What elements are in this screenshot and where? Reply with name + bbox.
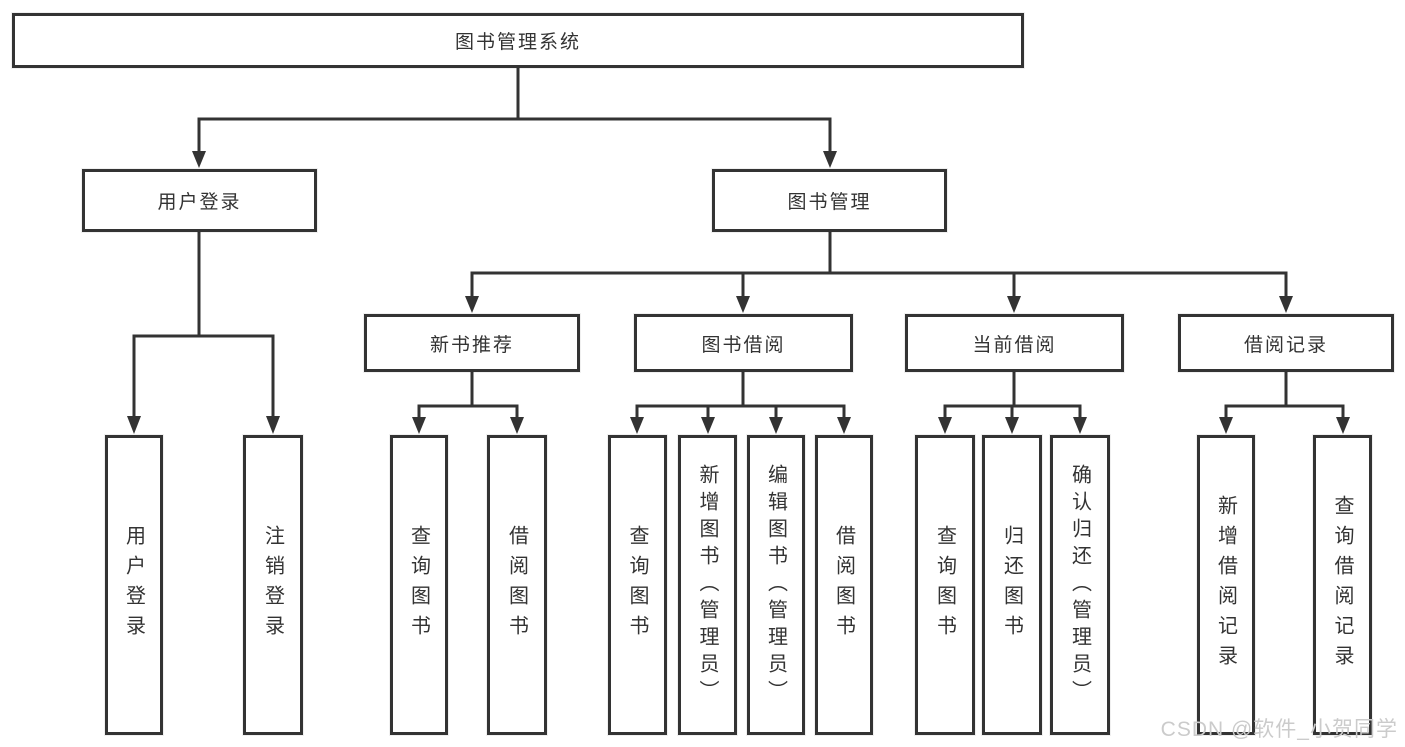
- node-label: 图书管理系统: [454, 32, 581, 53]
- node-label: 归还图书: [1000, 525, 1023, 645]
- node-label: 查询图书: [933, 525, 956, 645]
- edges-root: [192, 66, 837, 168]
- node-label: 用户登录: [122, 525, 145, 645]
- node-label: 新增图书（管理员）: [696, 463, 718, 707]
- leaf-user-login: 用户登录: [105, 435, 163, 735]
- leaf-query-books-1: 查询图书: [390, 435, 448, 735]
- leaf-query-borrow-record: 查询借阅记录: [1313, 435, 1372, 735]
- node-label: 新书推荐: [429, 334, 514, 356]
- leaf-return-books: 归还图书: [982, 435, 1042, 735]
- node-label: 编辑图书（管理员）: [764, 463, 787, 707]
- leaf-add-books-admin: 新增图书（管理员）: [678, 435, 737, 735]
- node-label: 查询图书: [407, 525, 430, 645]
- node-borrowing-records: 借阅记录: [1178, 314, 1394, 372]
- edges-user-login: [127, 230, 280, 434]
- leaf-query-books-3: 查询图书: [915, 435, 975, 735]
- csdn-watermark: CSDN @软件_小贺同学: [1160, 718, 1398, 741]
- leaf-borrow-books-1: 借阅图书: [487, 435, 547, 735]
- edges-book-borrow: [630, 370, 851, 434]
- node-label: 用户登录: [157, 192, 242, 213]
- node-book-management: 图书管理: [712, 169, 947, 232]
- node-label: 借阅图书: [505, 525, 528, 645]
- node-new-book-recommendation: 新书推荐: [364, 314, 580, 372]
- node-label: 查询借阅记录: [1331, 495, 1353, 675]
- leaf-borrow-books-2: 借阅图书: [815, 435, 873, 735]
- edges-borrow-records: [1219, 370, 1350, 434]
- edges-book-mgmt: [465, 230, 1293, 313]
- node-label: 注销登录: [261, 525, 284, 645]
- leaf-confirm-return-admin: 确认归还（管理员）: [1050, 435, 1110, 735]
- node-label: 借阅图书: [832, 525, 855, 645]
- node-user-login: 用户登录: [82, 169, 317, 232]
- node-label: 确认归还（管理员）: [1068, 463, 1091, 707]
- node-label: 当前借阅: [972, 334, 1057, 356]
- leaf-query-books-2: 查询图书: [608, 435, 667, 735]
- node-label: 图书借阅: [701, 334, 786, 356]
- node-label: 图书管理: [787, 192, 872, 213]
- node-book-borrowing: 图书借阅: [634, 314, 853, 372]
- edges-new-book-rec: [412, 370, 524, 434]
- leaf-edit-books-admin: 编辑图书（管理员）: [747, 435, 805, 735]
- edges-current-borrow: [938, 370, 1087, 434]
- node-current-borrowing: 当前借阅: [905, 314, 1124, 372]
- node-label: 查询图书: [626, 525, 648, 645]
- leaf-logout: 注销登录: [243, 435, 303, 735]
- node-library-management-system: 图书管理系统: [12, 13, 1024, 68]
- node-label: 新增借阅记录: [1214, 495, 1237, 675]
- node-label: 借阅记录: [1243, 334, 1328, 356]
- leaf-add-borrow-record: 新增借阅记录: [1197, 435, 1255, 735]
